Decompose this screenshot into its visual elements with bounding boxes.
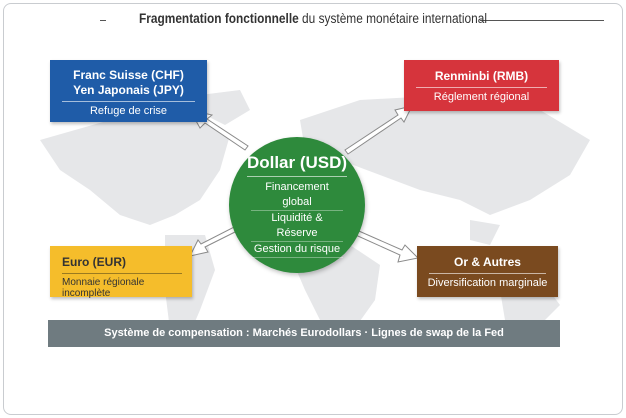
dollar-function: Financement global bbox=[251, 180, 343, 211]
safe-haven-role: Refuge de crise bbox=[89, 105, 168, 117]
divider bbox=[416, 87, 547, 88]
rmb-label: Renminbi (RMB) bbox=[434, 69, 529, 83]
arrow-to-rmb bbox=[344, 105, 413, 155]
eur-box: Euro (EUR) Monnaie régionale incomplète bbox=[50, 246, 192, 299]
dollar-function: Liquidité & Réserve bbox=[251, 211, 343, 242]
dollar-title: Dollar (USD) bbox=[246, 153, 348, 172]
title-rest: du système monétaire international bbox=[298, 11, 487, 26]
title-rule-left bbox=[100, 20, 106, 21]
divider bbox=[429, 273, 546, 274]
divider bbox=[247, 176, 347, 177]
dollar-circle: Dollar (USD) Financement global Liquidit… bbox=[229, 137, 365, 273]
dollar-function: Gestion du risque bbox=[251, 242, 343, 258]
title-rule-right bbox=[480, 20, 604, 21]
rmb-box: Renminbi (RMB) Réglement régional bbox=[404, 60, 559, 111]
clearing-system-bar: Système de compensation : Marchés Eurodo… bbox=[48, 320, 560, 347]
frame bbox=[3, 3, 623, 415]
divider bbox=[62, 101, 195, 102]
page-title: Fragmentation fonctionnelle du système m… bbox=[38, 11, 589, 26]
chf-label: Franc Suisse (CHF) bbox=[73, 68, 184, 82]
eur-label: Euro (EUR) bbox=[62, 255, 126, 269]
eur-role: Monnaie régionale incomplète bbox=[62, 277, 145, 299]
title-bold: Fragmentation fonctionnelle bbox=[139, 11, 299, 26]
gold-box: Or & Autres Diversification marginale bbox=[417, 246, 558, 297]
gold-role: Diversification marginale bbox=[427, 277, 548, 289]
divider bbox=[62, 273, 182, 274]
jpy-label: Yen Japonais (JPY) bbox=[73, 83, 184, 97]
safe-haven-box: Franc Suisse (CHF) Yen Japonais (JPY) Re… bbox=[50, 60, 207, 122]
gold-label: Or & Autres bbox=[454, 255, 521, 269]
rmb-role: Réglement régional bbox=[433, 91, 530, 103]
